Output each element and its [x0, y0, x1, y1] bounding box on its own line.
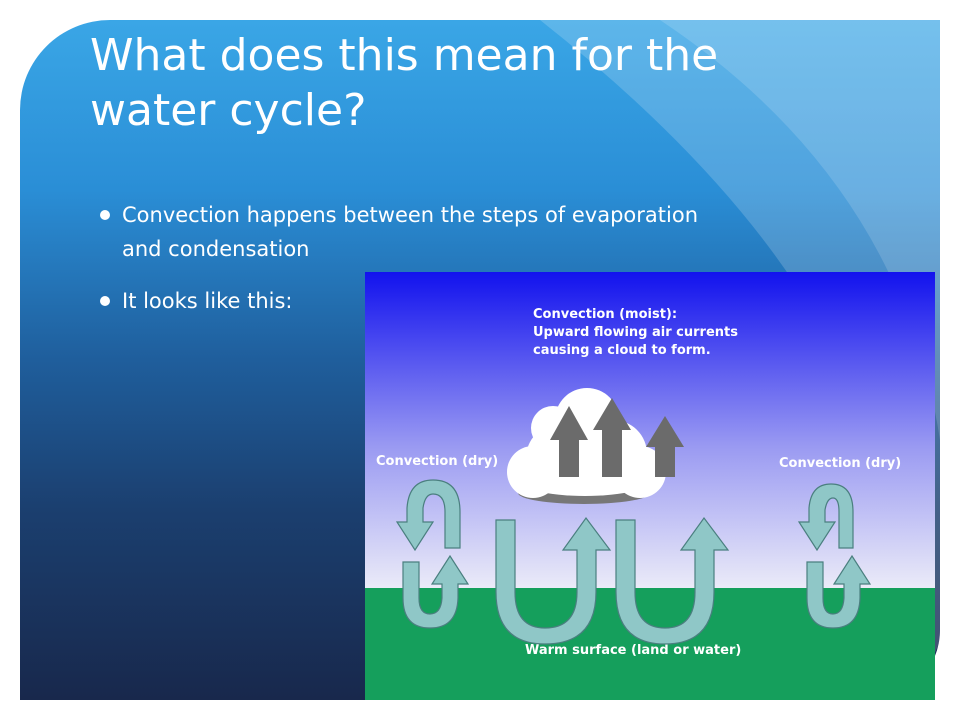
surface-label: Warm surface (land or water): [525, 643, 741, 658]
left-dry-convection-arrows: [395, 479, 470, 629]
moist-label-line-1: Convection (moist):: [533, 307, 677, 322]
bullet-dot-icon: [100, 296, 110, 306]
cloud-updraft-arrows: [550, 398, 684, 477]
slide-title: What does this mean for the water cycle?: [90, 28, 850, 138]
moist-convection-label: Convection (moist): Upward flowing air c…: [533, 307, 743, 358]
bullet-dot-icon: [100, 210, 110, 220]
bullet-list: Convection happens between the steps of …: [100, 198, 860, 336]
moist-label-line-2: Upward flowing air currents: [533, 325, 738, 340]
right-dry-convection-arrows: [797, 483, 872, 629]
right-dry-convection-label: Convection (dry): [779, 456, 901, 471]
bullet-text-line-2: and condensation: [122, 237, 310, 261]
left-dry-convection-label: Convection (dry): [376, 454, 498, 469]
moist-label-line-3: causing a cloud to form.: [533, 343, 711, 358]
bullet-item: Convection happens between the steps of …: [100, 198, 860, 266]
title-line-2: water cycle?: [90, 85, 367, 136]
bullet-item: It looks like this:: [100, 284, 860, 318]
ground: [365, 588, 935, 700]
bullet-text: It looks like this:: [122, 289, 293, 313]
bullet-text-line-1: Convection happens between the steps of …: [122, 203, 699, 227]
center-convection-arrows: [495, 516, 730, 645]
title-line-1: What does this mean for the: [90, 30, 719, 81]
convection-diagram: Convection (moist): Upward flowing air c…: [365, 272, 935, 700]
